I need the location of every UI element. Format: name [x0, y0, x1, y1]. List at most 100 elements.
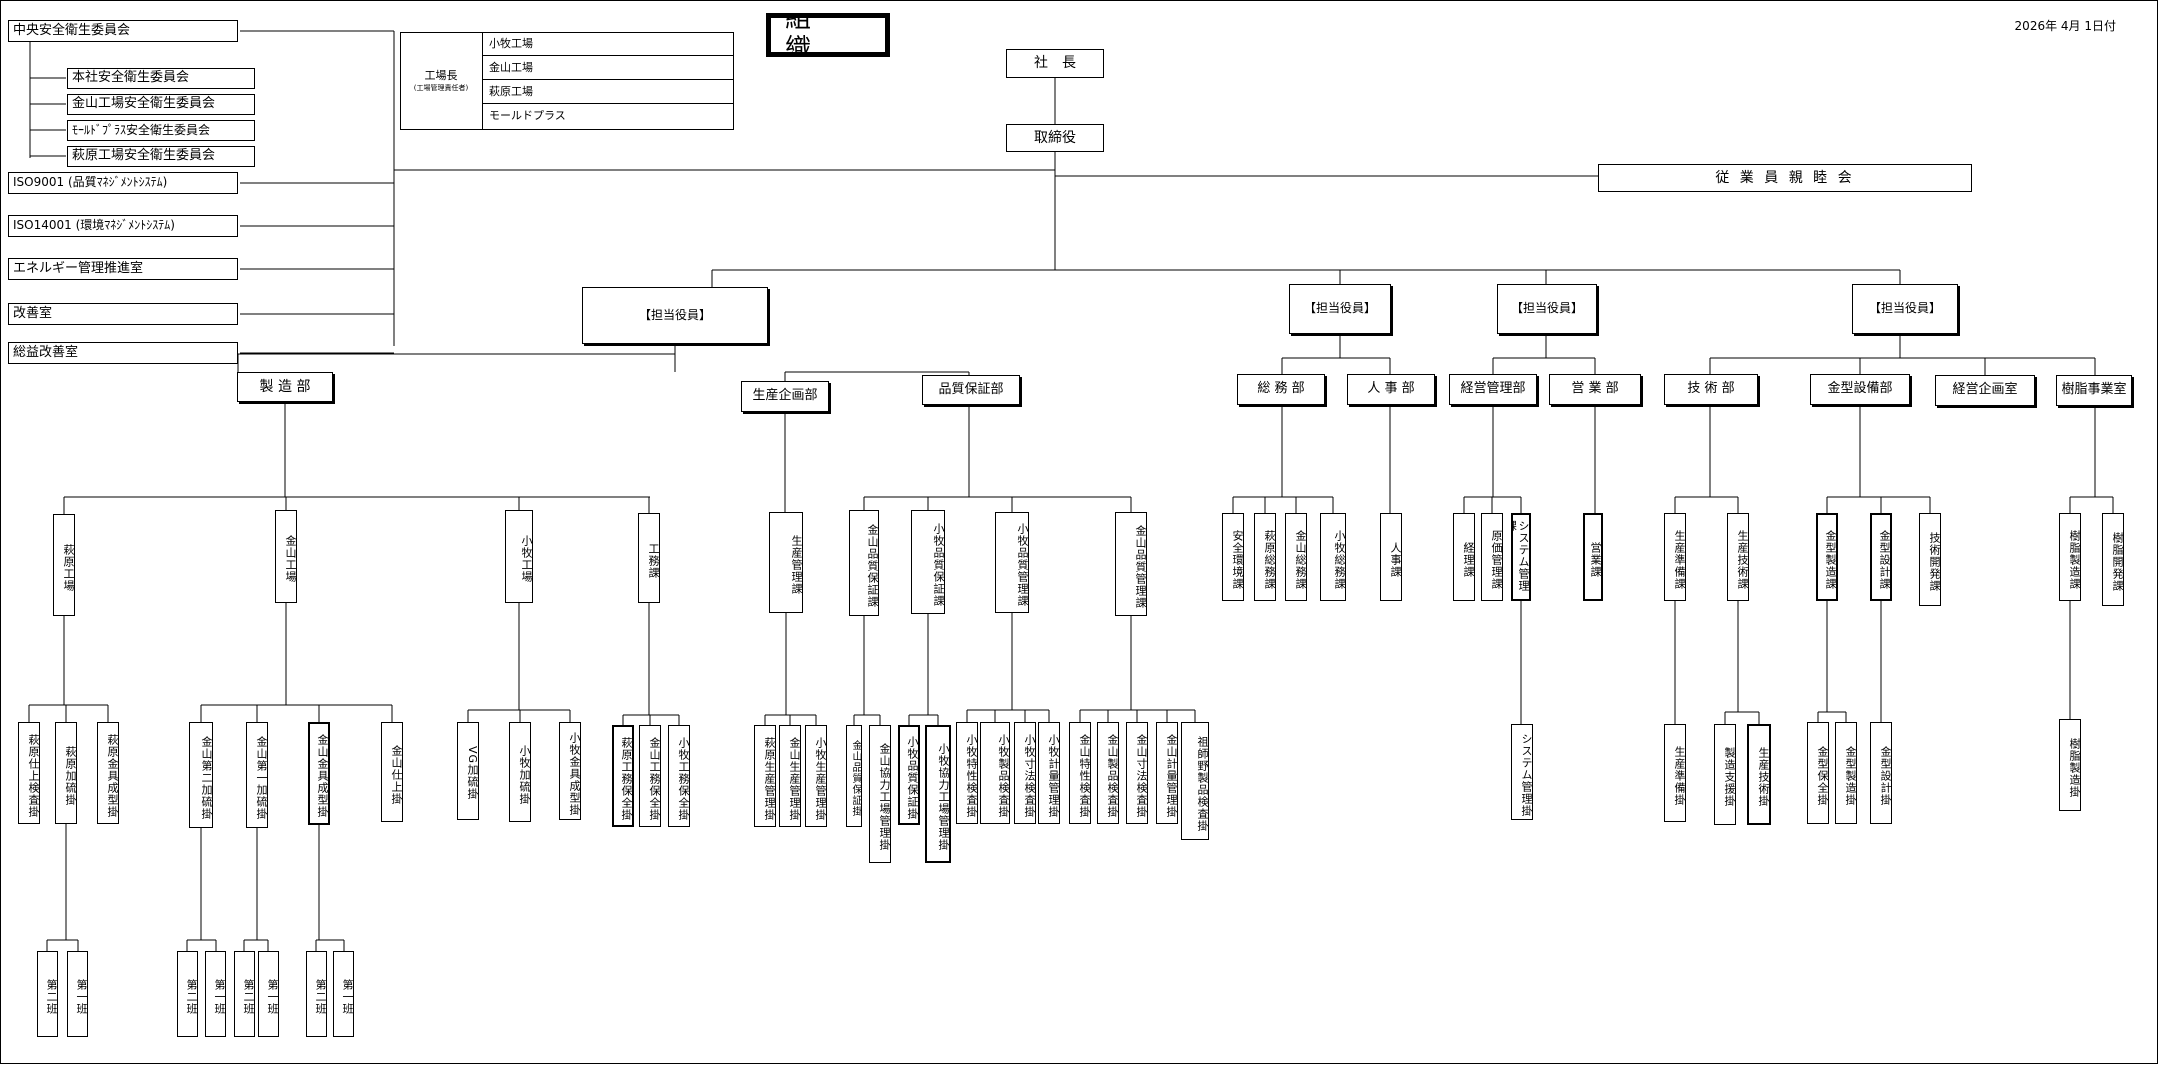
shift-kanayama2-dai2: 第二班 [177, 951, 198, 1037]
officer-box-management: 【担当役員】 [1497, 284, 1597, 334]
officer-box-production: 【担当役員】 [582, 287, 768, 344]
iso9001-box: ISO9001 (品質ﾏﾈｼﾞﾒﾝﾄｼｽﾃﾑ) [8, 172, 238, 194]
officer-box-admin: 【担当役員】 [1289, 284, 1391, 334]
unit-seizo-shien: 製造支援掛 [1714, 724, 1736, 825]
section-gijutsu-kaihatsu: 技術開発課 [1919, 513, 1941, 606]
unit-kanayama-kosaku: 金山工務保全掛 [639, 725, 661, 827]
unit-kanayama-keiryo: 金山計量管理掛 [1156, 722, 1178, 824]
unit-kanayama-seikan: 金山生産管理掛 [779, 725, 801, 827]
profit-kaizen-office-box: 総益改善室 [8, 342, 238, 364]
section-jinji: 人事課 [1380, 513, 1402, 601]
date-label: 2026年 4月 1日付 [2014, 19, 2116, 33]
section-system-kanri: システム管理課 [1511, 513, 1531, 601]
plant-item: モールドプラス [489, 109, 566, 122]
unit-komaki-tokusei: 小牧特性検査掛 [956, 722, 978, 824]
section-kanayama-hinkan: 金山品質管理課 [1115, 512, 1147, 616]
dept-jinji: 人 事 部 [1347, 374, 1435, 405]
energy-office-box: エネルギー管理推進室 [8, 258, 238, 280]
unit-komaki-kyoryoku: 小牧協力工場管理掛 [925, 725, 951, 863]
unit-kanagata-sekkei: 金型設計掛 [1870, 722, 1892, 824]
section-jushi-kaihatsu: 樹脂開発課 [2102, 513, 2124, 606]
unit-kanayama-kanagu: 金山金具成型掛 [308, 722, 330, 825]
president-box: 社 長 [1006, 49, 1104, 78]
unit-komaki-hinsho: 小牧品質保証掛 [898, 725, 920, 825]
plant-item: 小牧工場 [483, 32, 734, 56]
plant-manager-title: 工場長 [424, 69, 458, 82]
iso14001-box: ISO14001 (環境ﾏﾈｼﾞﾒﾝﾄｼｽﾃﾑ) [8, 215, 238, 237]
chart-title: 組 織 [766, 13, 890, 57]
unit-sobueno-seihin: 祖師野製品検査掛 [1181, 722, 1209, 840]
central-safety-committee: 中央安全衛生委員会 [8, 20, 238, 42]
shift-kanagu-dai2: 第二班 [306, 951, 327, 1037]
unit-komaki-sunpo: 小牧寸法検査掛 [1014, 722, 1036, 824]
unit-hagiwara-kosaku: 萩原工務保全掛 [612, 725, 634, 827]
unit-jushi-seizo: 樹脂製造掛 [2059, 719, 2081, 811]
section-kanayama-somu: 金山総務課 [1285, 513, 1307, 601]
kaizen-office-box: 改善室 [8, 303, 238, 325]
section-seisan-junbi: 生産準備課 [1664, 513, 1686, 601]
section-genka-kanri: 原価管理課 [1481, 513, 1503, 601]
section-komaki-kojo: 小牧工場 [505, 510, 533, 603]
plant-item: 萩原工場 [483, 80, 734, 104]
unit-kanagata-hozen: 金型保全掛 [1807, 722, 1829, 824]
section-hagiwara-kojo: 萩原工場 [53, 514, 75, 616]
unit-kanayama-dai2: 金山第二加硫掛 [189, 722, 213, 828]
plant-manager-label: 工場長 (工場管理責任者) [400, 32, 482, 128]
section-komaki-somu: 小牧総務課 [1320, 513, 1346, 601]
dept-somu: 総 務 部 [1237, 374, 1325, 405]
unit-komaki-keiryo: 小牧計量管理掛 [1038, 722, 1060, 824]
unit-vg-kako: VG加硫掛 [457, 722, 479, 820]
sub-committee-hagiwara: 萩原工場安全衛生委員会 [67, 146, 255, 167]
unit-hagiwara-kako: 萩原加硫掛 [55, 722, 77, 824]
plant-manager-subtitle: (工場管理責任者) [413, 84, 469, 92]
unit-kanayama-shiage: 金山仕上掛 [381, 722, 403, 822]
unit-system-kanri: システム管理掛 [1511, 724, 1533, 820]
plant-manager-box [400, 32, 734, 130]
shift-kanagu-dai1: 第一班 [333, 951, 354, 1037]
plant-item: 金山工場 [483, 56, 734, 80]
section-anzen-kankyo: 安全環境課 [1222, 513, 1244, 601]
shift-kanayama1-dai1: 第一班 [258, 951, 279, 1037]
dept-seizo: 製 造 部 [237, 372, 333, 402]
plant-list: 小牧工場 金山工場 萩原工場 モールドプラス [482, 32, 734, 130]
dept-keiei-kikaku: 経営企画室 [1935, 375, 2035, 406]
unit-komaki-kosaku: 小牧工務保全掛 [668, 725, 690, 827]
shift-hagiwara-dai1: 第一班 [67, 951, 88, 1037]
dept-gijutsu: 技 術 部 [1664, 374, 1758, 405]
section-kanayama-hinsho: 金山品質保証課 [849, 510, 879, 616]
dept-kanagata: 金型設備部 [1810, 374, 1910, 405]
unit-hagiwara-seikan: 萩原生産管理掛 [754, 725, 776, 827]
shift-kanayama1-dai2: 第二班 [234, 951, 255, 1037]
section-komaki-hinsho: 小牧品質保証課 [911, 510, 945, 614]
section-hagiwara-somu: 萩原総務課 [1254, 513, 1276, 601]
sub-committee-moldplus: ﾓｰﾙﾄﾞﾌﾟﾗｽ安全衛生委員会 [67, 120, 255, 141]
section-seisan-gijutsu: 生産技術課 [1727, 513, 1749, 601]
employee-club-box: 従 業 員 親 睦 会 [1598, 164, 1972, 192]
unit-kanayama-hinsho: 金山品質保証掛 [846, 725, 862, 827]
unit-komaki-seikan: 小牧生産管理掛 [805, 725, 827, 827]
dept-seisan-kikaku: 生産企画部 [741, 381, 829, 412]
unit-seisan-junbi: 生産準備掛 [1664, 724, 1686, 822]
dept-eigyo: 営 業 部 [1549, 374, 1641, 405]
unit-komaki-seihin: 小牧製品検査掛 [980, 722, 1010, 824]
unit-kanayama-tokusei: 金山特性検査掛 [1069, 722, 1091, 824]
sub-committee-kanayama: 金山工場安全衛生委員会 [67, 94, 255, 115]
unit-kanayama-dai1: 金山第一加硫掛 [246, 722, 268, 828]
dept-keiei-kanri: 経営管理部 [1449, 374, 1537, 405]
unit-seisan-gijutsu: 生産技術掛 [1747, 724, 1771, 825]
dept-hinshitsu: 品質保証部 [922, 375, 1020, 405]
section-seisan-kanri: 生産管理課 [769, 512, 803, 613]
unit-komaki-kako: 小牧加硫掛 [509, 722, 531, 822]
unit-komaki-kanagu: 小牧金具成型掛 [559, 722, 581, 820]
unit-kanayama-kyoryoku: 金山協力工場管理掛 [869, 725, 891, 863]
section-eigyo: 営業課 [1583, 513, 1603, 601]
unit-kanayama-seihin: 金山製品検査掛 [1097, 722, 1119, 824]
section-kanagata-seizo: 金型製造課 [1816, 513, 1838, 601]
sub-committee-honsha: 本社安全衛生委員会 [67, 68, 255, 89]
section-keiri: 経理課 [1453, 513, 1475, 601]
unit-kanayama-sunpo: 金山寸法検査掛 [1126, 722, 1148, 824]
director-box: 取締役 [1006, 124, 1104, 152]
section-kanayama-kojo: 金山工場 [275, 510, 297, 603]
